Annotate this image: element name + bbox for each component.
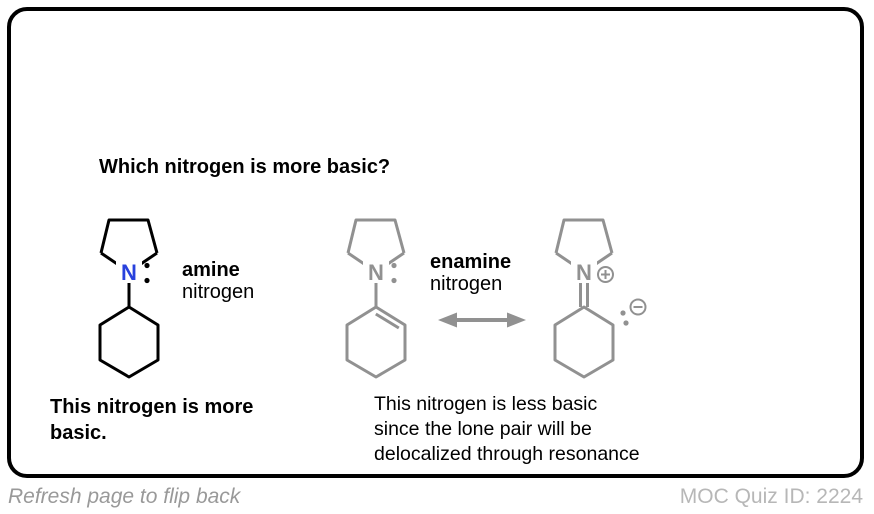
flip-hint-text: Refresh page to flip back (8, 485, 241, 508)
amine-answer-text: This nitrogen is more basic. (50, 394, 253, 446)
amine-nitrogen-atom: N (121, 260, 137, 285)
enamine-nitrogen-atom: N (368, 260, 384, 285)
lone-pair-icon (391, 262, 397, 284)
cyclohexene-ring (345, 305, 407, 379)
amine-label-line2: nitrogen (182, 281, 255, 303)
explanation-line: delocalized through resonance (374, 443, 640, 465)
carbanion-lone-pair-icon (620, 310, 629, 326)
atom-label-mask (571, 259, 597, 283)
atom-label-mask (363, 259, 389, 283)
enamine-label-bold: enamine (430, 251, 512, 273)
enamine-explanation-text: This nitrogen is less basic since the lo… (374, 392, 640, 467)
explanation-line: This nitrogen is less basic (374, 393, 598, 415)
c-c-double-bond-inner (375, 312, 400, 330)
iminium-nitrogen-atom: N (576, 260, 592, 285)
explanation-line: since the lone pair will be (374, 418, 592, 440)
minus-charge-icon (629, 298, 647, 316)
resonance-arrow-icon (438, 312, 526, 328)
cyclohexane-ring (98, 305, 160, 379)
answer-line: basic. (50, 422, 107, 444)
n-c-double-bond (579, 283, 589, 307)
amine-label-bold: amine (182, 259, 240, 281)
iminium-resonance-structure-drawing: N (553, 218, 647, 379)
atom-label-mask (116, 259, 142, 283)
cyclohexane-ring (553, 305, 615, 379)
enamine-label-line2: nitrogen (430, 273, 503, 295)
quiz-id-text: MOC Quiz ID: 2224 (679, 485, 863, 508)
enamine-label: enamine nitrogen (430, 251, 511, 295)
lone-pair-icon (144, 262, 150, 284)
question-title: Which nitrogen is more basic? (99, 156, 391, 178)
quiz-card-border (7, 7, 864, 478)
plus-charge-icon (597, 266, 614, 283)
amine-label: amine nitrogen (182, 259, 254, 303)
enamine-structure-drawing: N (345, 218, 407, 379)
amine-structure-drawing: N (98, 218, 160, 379)
answer-line: This nitrogen is more (50, 396, 254, 418)
